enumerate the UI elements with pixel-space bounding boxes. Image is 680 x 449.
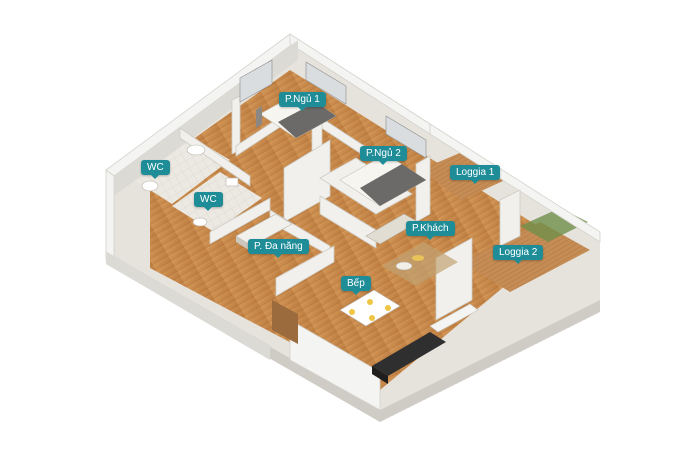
room-label-wc-1[interactable]: WC [141,160,170,179]
bedroom-1-windows [239,59,347,105]
room-label-kitchen[interactable]: Bếp [341,276,371,295]
entrance-door [272,300,298,344]
dining-table [339,289,401,327]
room-label-bedroom-2[interactable]: P.Ngủ 2 [360,146,407,165]
bedroom-2-windows [385,115,427,159]
room-label-loggia-2[interactable]: Loggia 2 [493,245,544,264]
living-furniture [365,213,458,286]
wc-fixtures [141,144,239,227]
room-label-living-room[interactable]: P.Khách [406,221,455,240]
room-label-bedroom-1[interactable]: P.Ngủ 1 [279,92,326,111]
bed-2 [339,153,427,207]
kitchen-counter [372,303,479,384]
room-label-loggia-1[interactable]: Loggia 1 [450,165,501,184]
room-label-multi-purpose-room[interactable]: P. Đa năng [248,239,309,258]
room-label-wc-2[interactable]: WC [194,192,223,211]
